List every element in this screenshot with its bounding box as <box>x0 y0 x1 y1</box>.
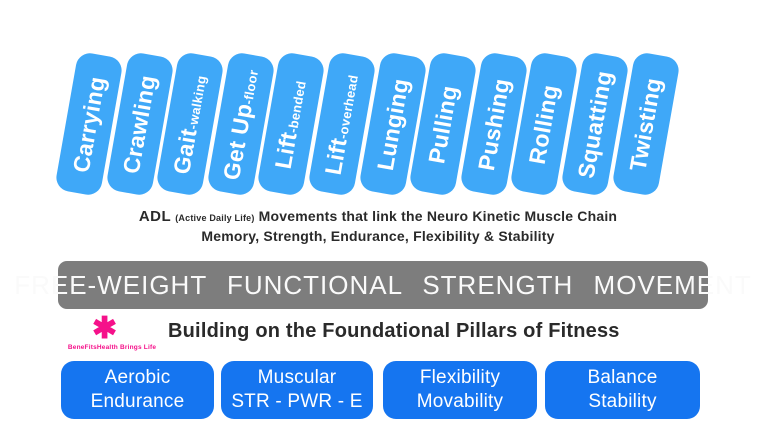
pillar-label-line1: Balance <box>587 367 658 388</box>
pillar-label-line1: Muscular <box>257 367 337 388</box>
movement-pill-label: Lunging <box>371 75 414 172</box>
free-weight-strength-banner: FREE-WEIGHT FUNCTIONAL STRENGTH MOVEMENT <box>14 261 751 309</box>
pillar-label-line2: Endurance <box>90 391 185 412</box>
free-weight-strength-banner-label: FREE-WEIGHT FUNCTIONAL STRENGTH MOVEMENT <box>14 269 752 300</box>
movement-pill-label: Gait-walking <box>167 73 210 176</box>
pillar-aerobic-endurance: Aerobic Endurance <box>61 361 214 419</box>
movement-pill-label: Rolling <box>523 82 564 166</box>
movement-pill-label: Lift-overhead <box>319 73 362 177</box>
pink-asterisk-burst-icon: ✱ <box>92 312 118 345</box>
movement-pill-label: Carrying <box>67 73 110 174</box>
pillar-flexibility-movability: Flexibility Movability <box>383 361 537 419</box>
pillar-muscular-str-pwr-e: Muscular STR - PWR - E <box>221 361 373 419</box>
movement-pill-label: Squatting <box>572 68 617 180</box>
pillar-label-line1: Flexibility <box>419 367 501 388</box>
pillars-heading: Building on the Foundational Pillars of … <box>168 320 620 342</box>
pillar-label-line2: Stability <box>588 391 657 412</box>
movement-pill-label: Twisting <box>624 75 667 173</box>
movement-pill-label: Crawling <box>118 72 161 176</box>
movement-pill-label: Get Up-floor <box>217 67 262 182</box>
adl-caption: ADL (Active Daily Life) Movements that l… <box>0 208 762 244</box>
pillar-label-line2: STR - PWR - E <box>231 391 363 412</box>
movement-pill-label: Lift-bended <box>269 79 310 171</box>
adl-caption-line2: Memory, Strength, Endurance, Flexibility… <box>201 228 555 244</box>
movement-pill-label: Pushing <box>472 75 515 172</box>
adl-caption-line1: ADL (Active Daily Life) Movements that l… <box>0 208 762 225</box>
pillar-label-line2: Movability <box>416 391 504 412</box>
adl-acronym-note: (Active Daily Life) <box>175 213 255 223</box>
pillar-label-line1: Aerobic <box>104 367 171 388</box>
pillar-balance-stability: Balance Stability <box>545 361 700 419</box>
adl-description: Movements that link the Neuro Kinetic Mu… <box>258 208 618 224</box>
movement-pill-label: Pulling <box>422 82 463 165</box>
logo-tagline: BeneFitsHealth Brings Life <box>67 344 157 351</box>
adl-acronym: ADL <box>138 208 172 225</box>
